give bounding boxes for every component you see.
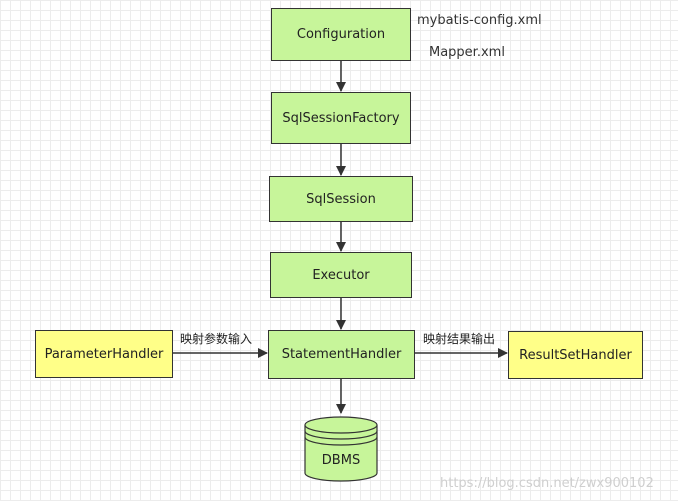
parameter-handler-node: ParameterHandler xyxy=(35,330,173,378)
sql-session-node: SqlSession xyxy=(269,176,413,222)
config-file-note: mybatis-config.xml xyxy=(417,13,542,28)
result-mapping-label: 映射结果输出 xyxy=(423,332,496,346)
mapper-file-note: Mapper.xml xyxy=(429,45,505,60)
dbms-database-cylinder xyxy=(304,416,378,482)
dbms-label: DBMS xyxy=(321,453,361,468)
result-set-handler-node: ResultSetHandler xyxy=(508,331,643,379)
parameter-mapping-label: 映射参数输入 xyxy=(180,332,253,346)
configuration-node: Configuration xyxy=(271,8,411,61)
sql-session-factory-node: SqlSessionFactory xyxy=(271,92,411,144)
statement-handler-node: StatementHandler xyxy=(268,330,415,379)
watermark-text: https://blog.csdn.net/zwx900102 xyxy=(440,476,654,491)
executor-node: Executor xyxy=(270,252,412,298)
